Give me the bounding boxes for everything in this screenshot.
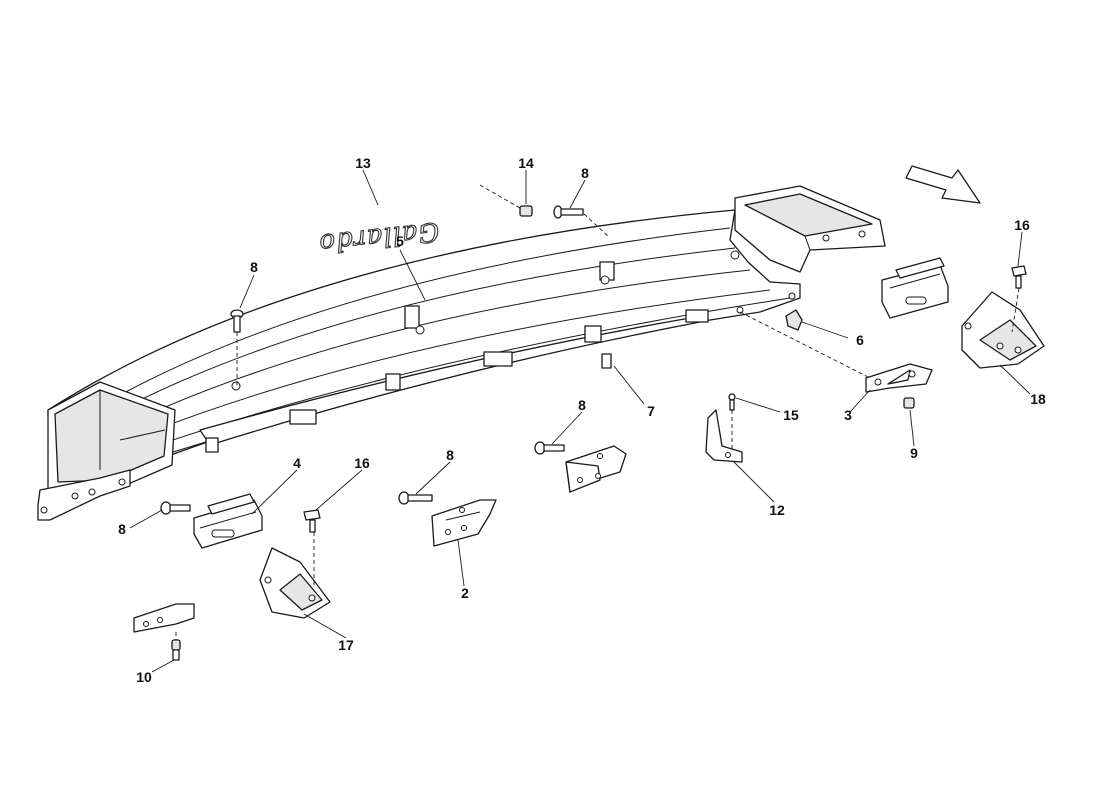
callout-13: 13 bbox=[355, 155, 371, 171]
callout-12: 12 bbox=[769, 502, 785, 518]
screw-15 bbox=[728, 393, 736, 411]
callout-5: 5 bbox=[396, 233, 404, 249]
callout-16: 16 bbox=[354, 455, 370, 471]
callout-15: 15 bbox=[783, 407, 799, 423]
callout-18: 18 bbox=[1030, 391, 1046, 407]
callout-8: 8 bbox=[578, 397, 586, 413]
bracket-17 bbox=[259, 547, 331, 619]
bracket-bottom-left bbox=[133, 603, 195, 633]
callout-14: 14 bbox=[518, 155, 534, 171]
leader-lines bbox=[129, 169, 1031, 673]
callout-labels: 13 14 8 5 8 16 6 18 7 3 15 9 8 12 4 16 8… bbox=[118, 155, 1046, 685]
callout-3: 3 bbox=[844, 407, 852, 423]
callout-4: 4 bbox=[293, 455, 301, 471]
callout-6: 6 bbox=[856, 332, 864, 348]
bolt-16-right bbox=[1011, 265, 1027, 289]
bolt-16-left bbox=[303, 509, 321, 533]
bracket-3 bbox=[865, 363, 933, 393]
clip-6 bbox=[785, 309, 803, 331]
bracket-18 bbox=[961, 291, 1045, 369]
bolt-8-center-right bbox=[534, 441, 565, 455]
emblem-badge: Gallardo bbox=[316, 215, 441, 259]
bracket-right-upper bbox=[881, 257, 949, 319]
callout-17: 17 bbox=[338, 637, 354, 653]
bolt-8-top bbox=[553, 205, 584, 219]
bracket-12 bbox=[705, 409, 743, 463]
callout-2: 2 bbox=[461, 585, 469, 601]
callout-8: 8 bbox=[118, 521, 126, 537]
bumper-left-end bbox=[37, 381, 176, 521]
direction-arrow-icon bbox=[905, 165, 981, 204]
assembly-lines bbox=[175, 184, 1020, 640]
bracket-center-right bbox=[565, 445, 627, 493]
callout-7: 7 bbox=[647, 403, 655, 419]
bracket-4 bbox=[193, 493, 263, 549]
callout-9: 9 bbox=[910, 445, 918, 461]
nut-14 bbox=[519, 205, 533, 217]
callout-16: 16 bbox=[1014, 217, 1030, 233]
nut-plate-7 bbox=[601, 353, 612, 369]
callout-8: 8 bbox=[446, 447, 454, 463]
bumper-right-end bbox=[734, 185, 886, 273]
nut-9 bbox=[903, 397, 915, 409]
screw-10 bbox=[171, 639, 181, 661]
emblem-text: Gallardo bbox=[317, 216, 441, 258]
bolt-8-beam bbox=[230, 309, 244, 333]
bolt-8-left bbox=[160, 501, 191, 515]
bolt-8-center bbox=[398, 491, 433, 505]
callout-10: 10 bbox=[136, 669, 152, 685]
bracket-2 bbox=[431, 499, 497, 547]
callout-8: 8 bbox=[250, 259, 258, 275]
callout-8: 8 bbox=[581, 165, 589, 181]
bumper-beam bbox=[47, 209, 801, 496]
